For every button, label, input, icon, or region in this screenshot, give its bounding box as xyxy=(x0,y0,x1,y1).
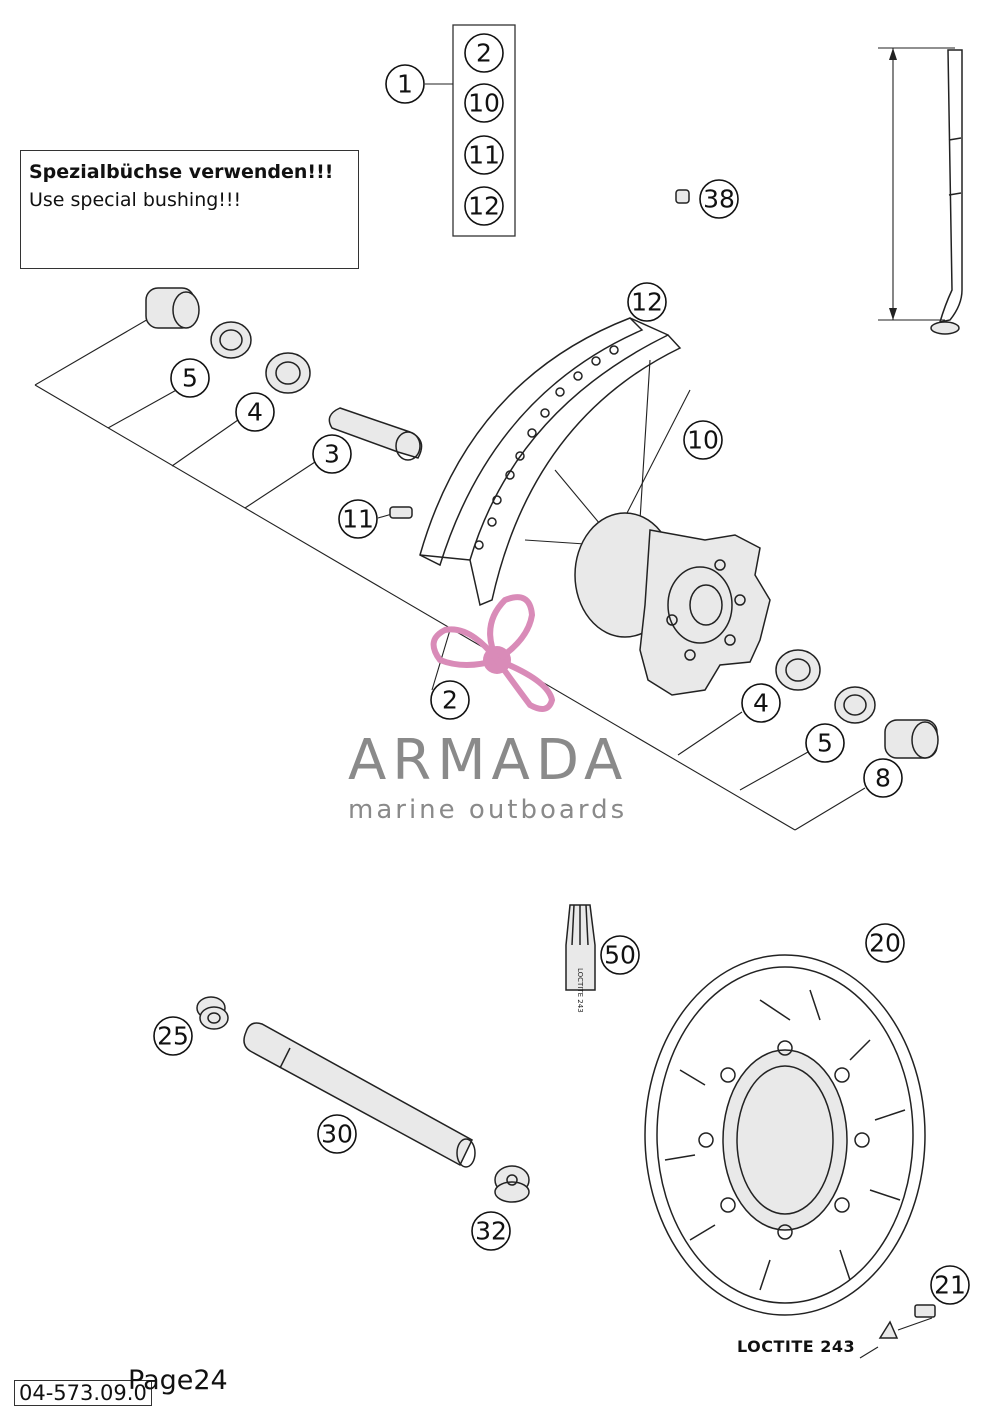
svg-text:2: 2 xyxy=(442,686,458,715)
left-hub-parts xyxy=(145,287,423,519)
svg-text:4: 4 xyxy=(247,398,263,427)
note-german-text: Spezialbüchse verwenden!!! xyxy=(29,161,334,183)
svg-text:25: 25 xyxy=(157,1022,189,1051)
loctite-label: LOCTITE 243 xyxy=(737,1337,856,1356)
callout-11-nipple: 11 xyxy=(338,499,378,539)
svg-text:1: 1 xyxy=(397,70,413,99)
svg-text:5: 5 xyxy=(182,364,198,393)
armada-logo-word: ARMADA xyxy=(348,728,629,793)
nipple-part xyxy=(675,189,690,204)
callout-8: 8 xyxy=(863,758,903,798)
svg-text:20: 20 xyxy=(869,929,901,958)
callout-1: 1 xyxy=(385,64,425,104)
callout-38: 38 xyxy=(699,179,739,219)
callout-11-kit: 11 xyxy=(464,135,504,175)
page-label: Page24 xyxy=(128,1365,228,1396)
spoke-part xyxy=(878,47,963,335)
note-english-text: Use special bushing!!! xyxy=(29,189,242,211)
svg-text:4: 4 xyxy=(753,689,769,718)
axle-part xyxy=(243,1022,476,1168)
tube-label: LOCTITE 243 xyxy=(576,968,584,1013)
callout-21: 21 xyxy=(930,1265,970,1305)
svg-text:30: 30 xyxy=(321,1120,353,1149)
svg-text:10: 10 xyxy=(468,89,500,118)
callout-10-kit: 10 xyxy=(464,83,504,123)
callout-10-spoke: 10 xyxy=(683,420,723,460)
svg-text:3: 3 xyxy=(324,440,340,469)
svg-text:2: 2 xyxy=(476,39,492,68)
callout-32: 32 xyxy=(471,1211,511,1251)
right-hub-parts xyxy=(775,649,939,759)
callout-5-left: 5 xyxy=(170,358,210,398)
svg-text:8: 8 xyxy=(875,764,891,793)
document-number: 04-573.09.0 xyxy=(14,1380,152,1406)
callout-25: 25 xyxy=(153,1016,193,1056)
disc-screw-part xyxy=(859,1304,936,1359)
svg-text:21: 21 xyxy=(934,1271,966,1300)
callout-5-right: 5 xyxy=(805,723,845,763)
callout-30: 30 xyxy=(317,1114,357,1154)
svg-text:12: 12 xyxy=(631,288,663,317)
callout-4-left: 4 xyxy=(235,392,275,432)
kit-bracket xyxy=(425,24,516,237)
callout-2-hub: 2 xyxy=(430,680,470,720)
rim-part xyxy=(419,317,682,607)
svg-text:11: 11 xyxy=(342,505,374,534)
callout-2-kit: 2 xyxy=(464,33,504,73)
callout-50: 50 xyxy=(600,935,640,975)
svg-text:12: 12 xyxy=(468,192,500,221)
hub-part xyxy=(574,512,771,696)
axle-nut-part xyxy=(196,996,229,1030)
callout-4-right: 4 xyxy=(741,683,781,723)
callout-12-kit: 12 xyxy=(464,186,504,226)
svg-text:32: 32 xyxy=(475,1217,507,1246)
special-bushing-note: Spezialbüchse verwenden!!! Use special b… xyxy=(20,150,359,269)
axle-bolt-part xyxy=(494,1165,530,1203)
armada-logo-tagline: marine outboards xyxy=(348,795,628,825)
armada-logo-mark xyxy=(430,594,556,712)
callout-12-rim: 12 xyxy=(627,282,667,322)
svg-text:10: 10 xyxy=(687,426,719,455)
svg-text:50: 50 xyxy=(604,941,636,970)
leader-lines xyxy=(34,317,866,831)
svg-text:38: 38 xyxy=(703,185,735,214)
callout-20: 20 xyxy=(865,923,905,963)
callout-3: 3 xyxy=(312,434,352,474)
svg-text:5: 5 xyxy=(817,729,833,758)
loctite-tube-part xyxy=(565,904,596,991)
svg-text:11: 11 xyxy=(468,141,500,170)
brake-disc-part xyxy=(644,954,926,1316)
